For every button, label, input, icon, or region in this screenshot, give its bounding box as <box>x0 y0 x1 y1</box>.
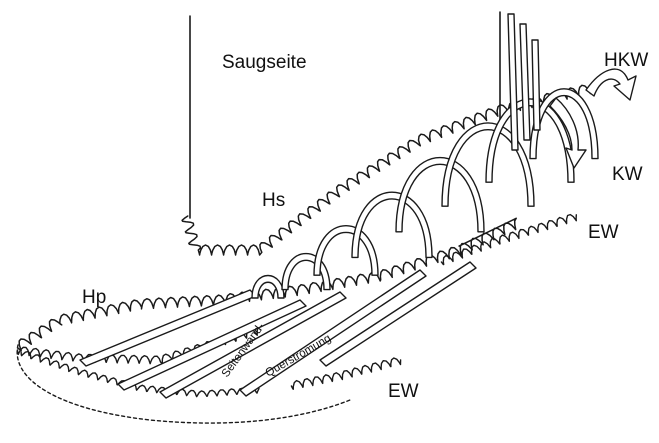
passage-vortex-ribbon-loops <box>252 89 598 298</box>
label-querstroemung: Querströmung <box>264 332 334 379</box>
vortex-loop-1 <box>252 276 284 299</box>
label-hkw: HKW <box>604 50 648 71</box>
label-kw: KW <box>612 164 643 185</box>
vortex-loop-2 <box>282 254 330 290</box>
label-saugseite: Saugseite <box>222 52 307 73</box>
vortex-loop-4 <box>352 192 432 257</box>
label-ew-upper: EW <box>588 222 619 243</box>
vortex-loop-5 <box>396 158 484 232</box>
label-ew-lower: EW <box>388 381 419 402</box>
vertical-ribbon-strips <box>508 14 540 150</box>
ew-endwall-vortex-lower-coil <box>291 358 400 389</box>
label-hp: Hp <box>82 287 106 308</box>
label-hs: Hs <box>262 190 285 211</box>
